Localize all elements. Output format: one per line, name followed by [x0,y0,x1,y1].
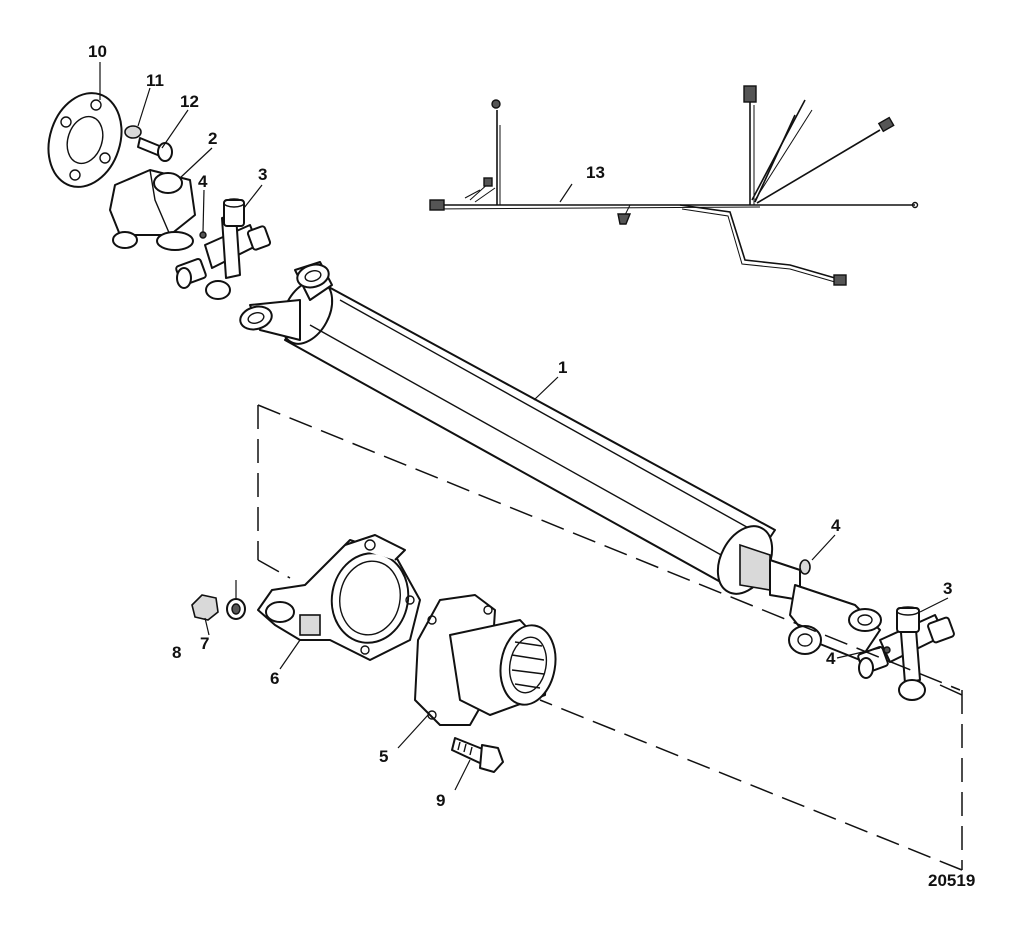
flange-plate-10 [47,92,123,188]
alignment-dashes [257,404,963,871]
housing-adaptor-6 [257,534,421,661]
callout-8: 7 [200,634,209,653]
bolt-7 [451,737,504,773]
grease-fitting-4-middle [799,559,811,575]
callout-2: 2 [208,129,217,148]
washer-8 [226,598,246,620]
callout-3-top: 3 [258,165,267,184]
callout-13: 13 [586,163,605,182]
nut-11 [124,125,142,139]
spline-coupler-5 [414,594,557,726]
callout-labels: 10 11 12 2 3 4 13 1 4 3 4 8 7 6 5 9 [88,42,952,810]
callout-7: 9 [436,791,445,810]
callout-4-top: 4 [198,172,208,191]
callout-3-bottom: 3 [943,579,952,598]
callout-5: 5 [379,747,388,766]
callout-12: 12 [180,92,199,111]
u-joint-cross-3-bottom [857,606,955,701]
callout-6: 6 [270,669,279,688]
callout-9: 8 [172,643,181,662]
yoke-2 [109,169,196,251]
drive-shaft-1 [239,261,882,661]
callout-1: 1 [558,358,567,377]
callout-10: 10 [88,42,107,61]
figure-number: 20519 [928,871,975,890]
callout-11: 11 [146,71,164,90]
u-joint-cross-3-top [175,198,272,300]
leader-lines [99,62,949,791]
wiring-harness-13 [429,85,919,286]
callout-4-middle: 4 [831,516,841,535]
callout-4-bottom: 4 [826,649,836,668]
nut-9 [191,594,219,621]
